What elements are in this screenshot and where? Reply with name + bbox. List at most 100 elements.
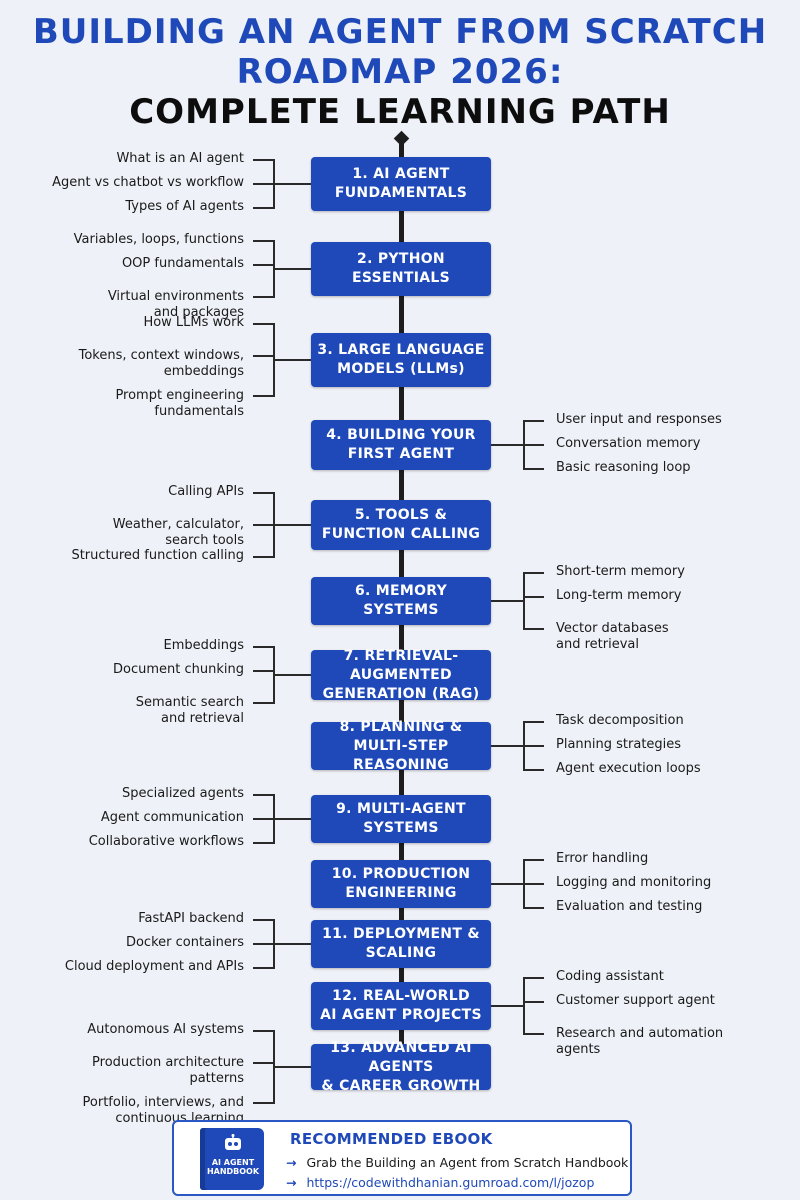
- step-1-tick: [253, 183, 274, 185]
- step-7-tick: [253, 670, 274, 672]
- step-7-tick: [253, 702, 274, 704]
- step-3-tick: [253, 395, 274, 397]
- step-7-item-semantic-search: Semantic search and retrieval: [135, 695, 244, 726]
- spine-top-marker: [393, 130, 410, 147]
- step-12-box: 12. REAL-WORLD AI AGENT PROJECTS: [311, 982, 491, 1030]
- step-10-item-evaluation-and-testing: Evaluation and testing: [556, 899, 703, 914]
- recommended-ebook-box: AI AGENT HANDBOOK RECOMMENDED EBOOK →Gra…: [172, 1120, 632, 1196]
- title-line-1: BUILDING AN AGENT FROM SCRATCH: [32, 12, 768, 52]
- step-10-tick: [523, 883, 544, 885]
- step-5-tick: [253, 524, 274, 526]
- step-12-tick: [523, 1001, 544, 1003]
- step-7-box: 7. RETRIEVAL-AUGMENTED GENERATION (RAG): [311, 648, 491, 702]
- step-10-box: 10. PRODUCTION ENGINEERING: [311, 860, 491, 908]
- step-10-tick: [523, 907, 544, 909]
- step-10-connector: [491, 883, 525, 885]
- step-5-item-weather-calculator: Weather, calculator, search tools: [112, 517, 244, 548]
- step-6-item-vector-databases: Vector databases and retrieval: [556, 621, 669, 652]
- ebook-cover-image: AI AGENT HANDBOOK: [200, 1128, 264, 1190]
- step-6-connector: [491, 600, 525, 602]
- step-4-item-user-input-and-responses: User input and responses: [556, 412, 722, 427]
- step-3-connector: [273, 359, 311, 361]
- step-9-item-agent-communication: Agent communication: [100, 810, 244, 825]
- step-3-box: 3. LARGE LANGUAGE MODELS (LLMs): [311, 333, 491, 387]
- step-11-item-docker-containers: Docker containers: [125, 935, 244, 950]
- step-10-item-logging-and-monitoring: Logging and monitoring: [556, 875, 712, 890]
- step-4-connector: [491, 444, 525, 446]
- ebook-heading: RECOMMENDED EBOOK: [290, 1130, 493, 1148]
- step-2-tick: [253, 264, 274, 266]
- step-10-tick: [523, 859, 544, 861]
- step-11-item-cloud-deployment-and-apis: Cloud deployment and APIs: [64, 959, 244, 974]
- step-5-tick: [253, 556, 274, 558]
- step-5-connector: [273, 524, 311, 526]
- step-2-tick: [253, 240, 274, 242]
- step-13-tick: [253, 1102, 274, 1104]
- step-6-tick: [523, 596, 544, 598]
- step-2-item-virtual-environments: Virtual environments and packages: [107, 289, 244, 320]
- step-7-tick: [253, 646, 274, 648]
- step-3-item-how-llms-work: How LLMs work: [143, 315, 244, 330]
- ebook-link-line[interactable]: → https://codewithdhanian.gumroad.com/l/j…: [286, 1175, 594, 1190]
- step-9-tick: [253, 842, 274, 844]
- step-1-tick: [253, 159, 274, 161]
- step-6-tick: [523, 628, 544, 630]
- step-5-box: 5. TOOLS & FUNCTION CALLING: [311, 500, 491, 550]
- step-4-tick: [523, 444, 544, 446]
- step-8-tick: [523, 745, 544, 747]
- step-5-item-structured-function-calling: Structured function calling: [71, 548, 244, 563]
- arrow-right-icon: →: [286, 1175, 297, 1190]
- step-12-tick: [523, 1033, 544, 1035]
- step-8-item-task-decomposition: Task decomposition: [556, 713, 684, 728]
- step-6-tick: [523, 572, 544, 574]
- step-4-box: 4. BUILDING YOUR FIRST AGENT: [311, 420, 491, 470]
- step-8-item-agent-execution-loops: Agent execution loops: [556, 761, 701, 776]
- step-7-item-document-chunking: Document chunking: [113, 662, 244, 677]
- step-13-item-autonomous-ai-systems: Autonomous AI systems: [87, 1022, 244, 1037]
- ebook-link[interactable]: https://codewithdhanian.gumroad.com/l/jo…: [306, 1175, 595, 1190]
- step-5-item-calling-apis: Calling APIs: [168, 484, 244, 499]
- step-2-tick: [253, 296, 274, 298]
- step-1-item-types-of-ai-agents: Types of AI agents: [125, 199, 244, 214]
- title-line-2: ROADMAP 2026:: [236, 52, 564, 92]
- step-11-tick: [253, 967, 274, 969]
- step-13-item-production-architecture: Production architecture patterns: [92, 1055, 244, 1086]
- step-11-item-fastapi-backend: FastAPI backend: [138, 911, 244, 926]
- step-4-tick: [523, 468, 544, 470]
- step-8-item-planning-strategies: Planning strategies: [556, 737, 682, 752]
- step-3-item-prompt-engineering: Prompt engineering fundamentals: [115, 388, 244, 419]
- step-2-item-oop-fundamentals: OOP fundamentals: [121, 256, 244, 271]
- step-1-connector: [273, 183, 311, 185]
- step-9-box: 9. MULTI-AGENT SYSTEMS: [311, 795, 491, 843]
- step-9-item-specialized-agents: Specialized agents: [122, 786, 244, 801]
- step-6-item-long-term-memory: Long-term memory: [556, 588, 682, 603]
- step-13-tick: [253, 1030, 274, 1032]
- step-1-item-agent-vs-chatbot-vs-workflow: Agent vs chatbot vs workflow: [52, 175, 244, 190]
- step-13-connector: [273, 1066, 311, 1068]
- step-9-connector: [273, 818, 311, 820]
- step-3-tick: [253, 355, 274, 357]
- step-1-box: 1. AI AGENT FUNDAMENTALS: [311, 157, 491, 211]
- step-2-box: 2. PYTHON ESSENTIALS: [311, 242, 491, 296]
- step-8-connector: [491, 745, 525, 747]
- step-4-item-basic-reasoning-loop: Basic reasoning loop: [556, 460, 691, 475]
- step-11-connector: [273, 943, 311, 945]
- step-12-tick: [523, 977, 544, 979]
- step-2-connector: [273, 268, 311, 270]
- step-11-box: 11. DEPLOYMENT & SCALING: [311, 920, 491, 968]
- step-13-box: 13. ADVANCED AI AGENTS & CAREER GROWTH: [311, 1040, 491, 1094]
- step-7-connector: [273, 674, 311, 676]
- step-11-tick: [253, 943, 274, 945]
- step-3-tick: [253, 323, 274, 325]
- ebook-cta-line: →Grab the Building an Agent from Scratch…: [286, 1155, 628, 1170]
- step-12-item-coding-assistant: Coding assistant: [556, 969, 664, 984]
- step-9-item-collaborative-workflows: Collaborative workflows: [88, 834, 244, 849]
- step-12-connector: [491, 1005, 525, 1007]
- step-10-item-error-handling: Error handling: [556, 851, 649, 866]
- step-2-item-variables-loops-functions: Variables, loops, functions: [73, 232, 244, 247]
- step-8-tick: [523, 721, 544, 723]
- step-3-item-tokens-context-windows: Tokens, context windows, embeddings: [78, 348, 244, 379]
- robot-icon: [225, 1134, 241, 1150]
- step-7-item-embeddings: Embeddings: [163, 638, 244, 653]
